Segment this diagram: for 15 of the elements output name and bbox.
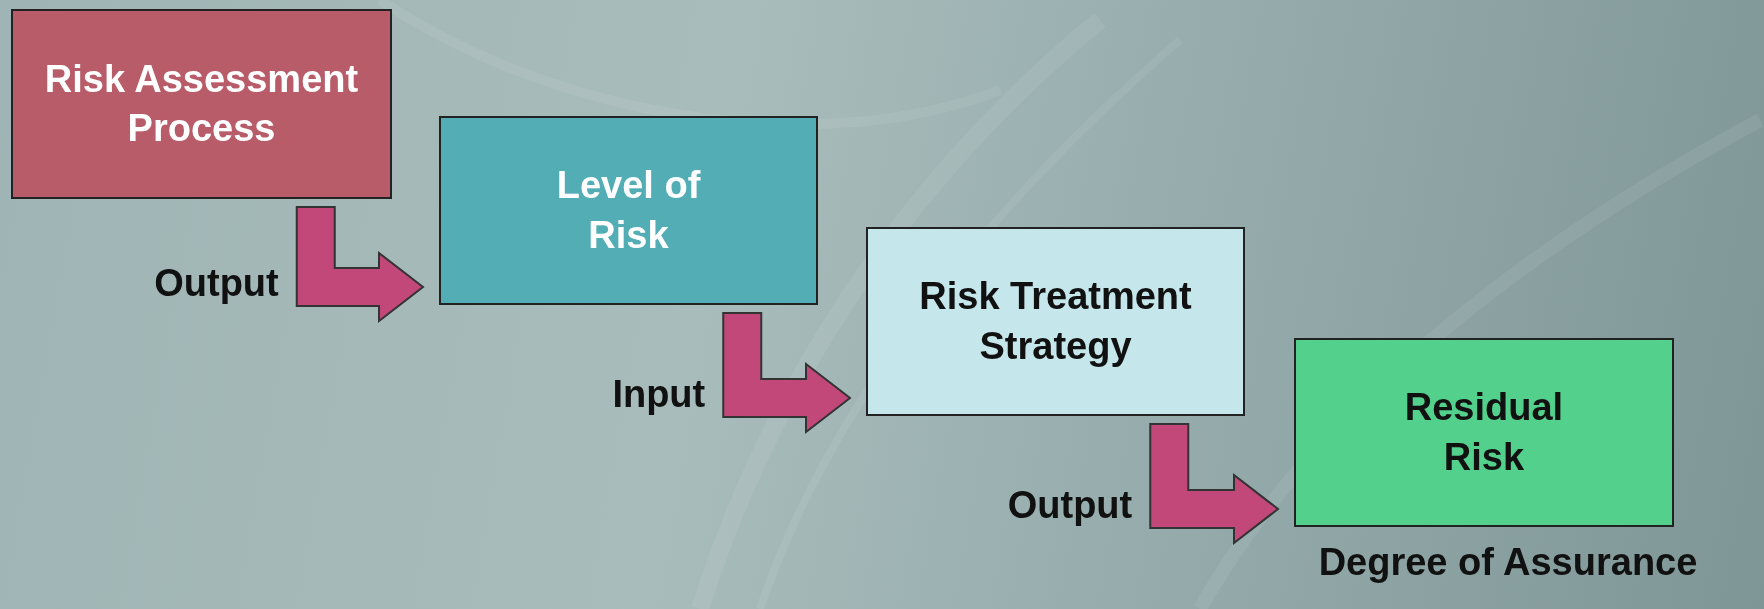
node-label: Degree of Assurance — [1318, 541, 1698, 584]
process-box — [439, 116, 818, 305]
process-box — [866, 227, 1245, 416]
edge-label: Output — [1007, 483, 1133, 527]
box-label: Risk Assessment Process — [43, 56, 360, 151]
edge-label: Output — [154, 261, 279, 305]
process-box — [1294, 338, 1674, 527]
box-label: Residual Risk — [1403, 385, 1565, 480]
elbow-arrow — [722, 312, 852, 435]
elbow-arrow — [295, 206, 425, 324]
box-label: Risk Treatment Strategy — [918, 274, 1193, 369]
box-label: Level of Risk — [555, 163, 702, 258]
process-box — [11, 9, 392, 199]
edge-label: Input — [612, 372, 706, 416]
elbow-arrow — [1149, 423, 1280, 546]
